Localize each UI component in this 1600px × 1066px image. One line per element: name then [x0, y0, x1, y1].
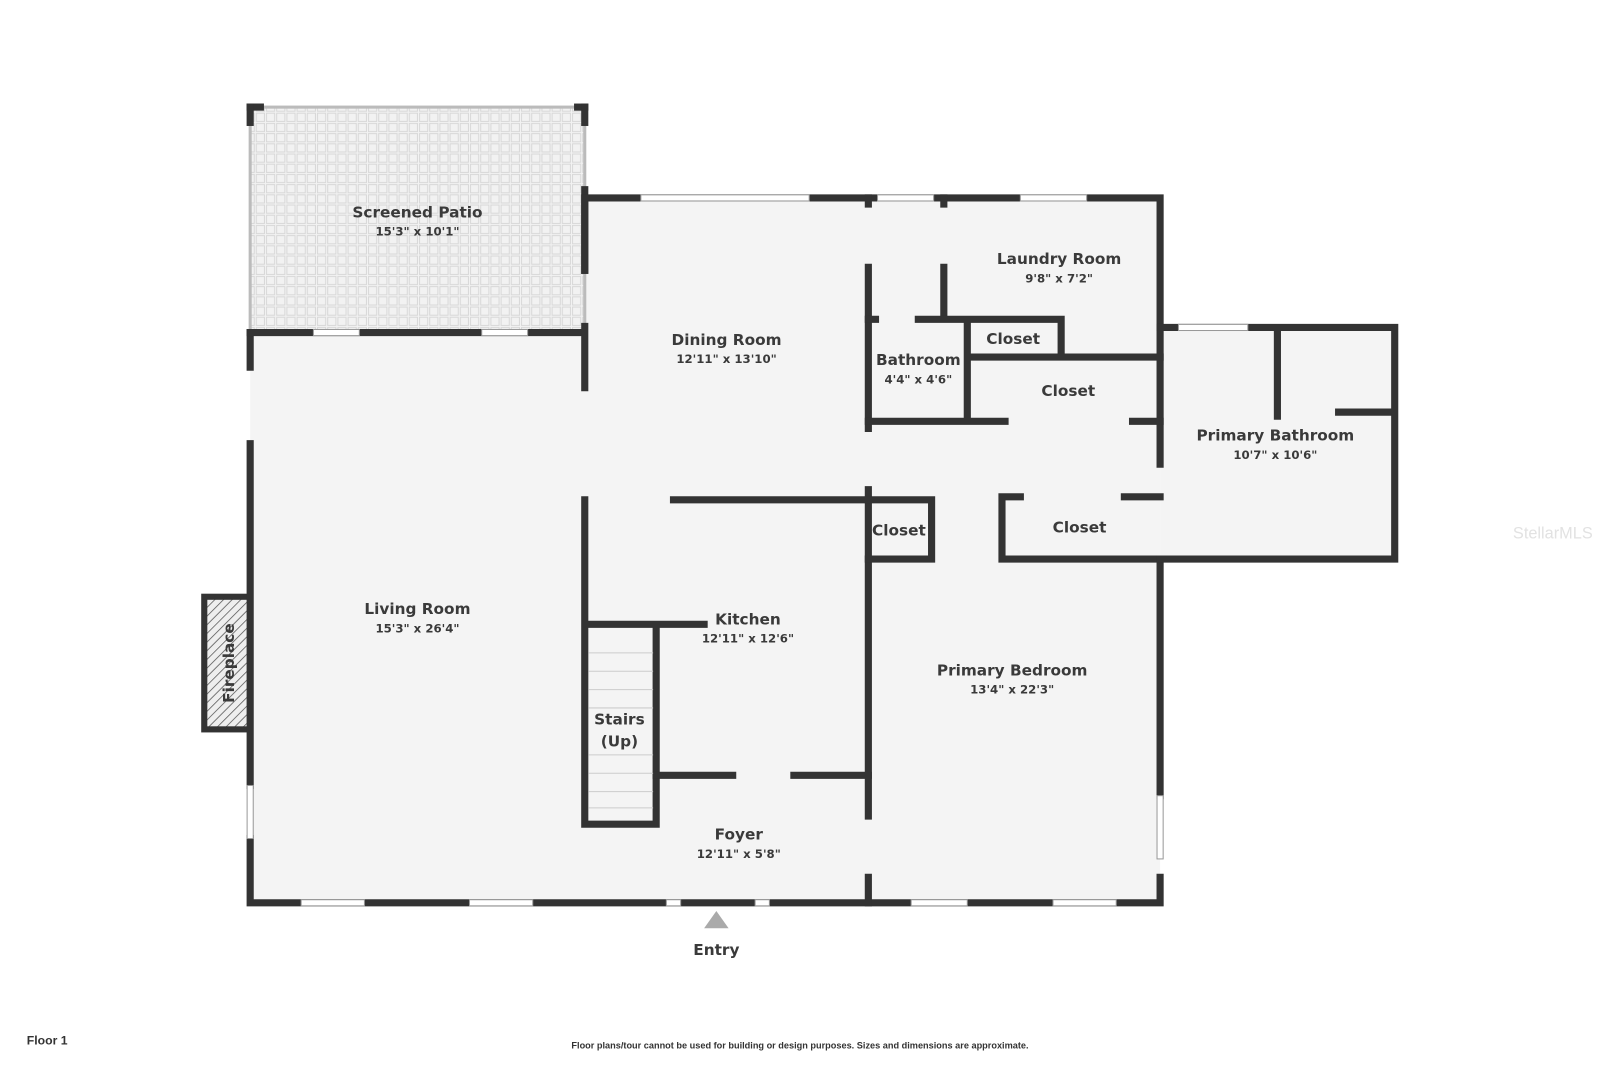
room-name: Foyer: [715, 826, 764, 844]
entry-label: Entry: [693, 941, 739, 959]
room-sub: (Up): [601, 733, 638, 751]
room-dims: 15'3" x 26'4": [375, 621, 459, 635]
room-name: Fireplace: [220, 623, 238, 703]
room-dims: 12'11" x 12'6": [702, 632, 794, 646]
walls: [246, 194, 1399, 907]
room-name: Kitchen: [715, 610, 781, 628]
stairs: [588, 652, 654, 809]
room-dims: 4'4" x 4'6": [884, 373, 952, 387]
room-name: Primary Bedroom: [937, 661, 1088, 679]
room-name: Closet: [986, 330, 1040, 348]
room-name: Bathroom: [876, 351, 961, 369]
room-dims: 15'3" x 10'1": [375, 225, 459, 239]
room-name: Screened Patio: [352, 203, 482, 221]
room-dims: 10'7" x 10'6": [1233, 448, 1317, 462]
room-name: Laundry Room: [997, 250, 1121, 268]
room-dims: 12'11" x 13'10": [676, 352, 776, 366]
room-name: Closet: [1041, 382, 1095, 400]
floor-label: Floor 1: [27, 1034, 68, 1048]
room-dims: 12'11" x 5'8": [697, 847, 781, 861]
entry-arrow-icon: [704, 910, 729, 929]
room-name: Primary Bathroom: [1196, 427, 1354, 445]
watermark: StellarMLS: [1513, 525, 1593, 543]
room-name: Closet: [872, 522, 926, 540]
room-dims: 9'8" x 7'2": [1025, 272, 1093, 286]
windows: [246, 194, 1249, 907]
disclaimer: Floor plans/tour cannot be used for buil…: [571, 1041, 1028, 1051]
patio-floor: [250, 107, 585, 333]
room-name: Dining Room: [672, 331, 782, 349]
room-name: Stairs: [594, 710, 645, 728]
room-dims: 13'4" x 22'3": [970, 683, 1054, 697]
room-name: Living Room: [364, 600, 470, 618]
room-name: Closet: [1053, 518, 1107, 536]
